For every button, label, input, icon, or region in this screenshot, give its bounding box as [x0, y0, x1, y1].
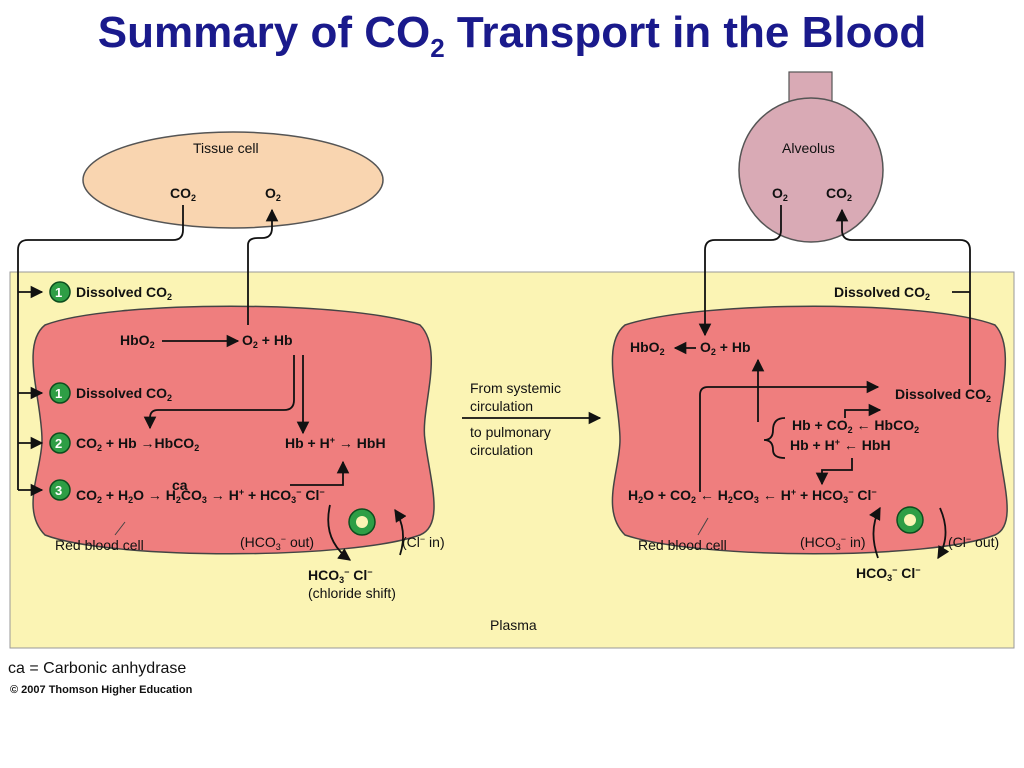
arrow-alveolus-o2-down [698, 205, 782, 337]
hco3-out-label: (HCO3− out) [240, 534, 314, 552]
eq-hbh-left: Hb + H+ → HbH [285, 435, 386, 451]
rbc-left [32, 305, 435, 555]
alveolus [738, 97, 884, 243]
cl-out-label: (Cl− out) [948, 534, 999, 550]
plasma-hco3-left: HCO3− Cl− [308, 567, 373, 585]
rbc-left-pointer [114, 521, 126, 536]
plasma-hco3-right: HCO3− Cl− [856, 565, 921, 583]
eq-hbco2-right: Hb + CO2 ← HbCO2 [792, 417, 919, 435]
svg-text:1: 1 [55, 285, 62, 300]
dissolved-co2-plasma-right: Dissolved CO2 [834, 284, 930, 302]
step-badge-3: 3 [49, 479, 71, 501]
exchanger-left-icon [348, 508, 376, 536]
arrow-co2-to-dissolved-right [699, 380, 880, 492]
page-title: Summary of CO2 Transport in the Blood [97, 8, 927, 63]
alveolus-co2: CO2 [826, 185, 852, 203]
alveolus-label: Alveolus [782, 140, 835, 156]
left-o2-hb: O2 + Hb [242, 332, 293, 350]
exchanger-right-icon [896, 506, 924, 534]
arrow-o2-to-tissue [247, 208, 279, 325]
arrow-co2-to-alveolus [835, 208, 971, 385]
svg-text:2: 2 [55, 436, 62, 451]
step-badge-1a: 1 [49, 281, 71, 303]
tissue-cell-label: Tissue cell [193, 140, 259, 156]
cl-in-label: (Cl− in) [402, 534, 445, 550]
to-pulmonary: to pulmonary [470, 424, 551, 440]
arrow-hco3-in [869, 506, 881, 559]
circulation-1: circulation [470, 398, 533, 414]
step-badge-1b: 1 [49, 382, 71, 404]
svg-text:1: 1 [55, 386, 62, 401]
dissolved-co2-rbc-left: Dissolved CO2 [76, 385, 172, 403]
eq-hbco2-left: CO2 + Hb →HbCO2 [76, 435, 199, 453]
arrow-tissue-co2-down [17, 205, 184, 490]
arrow-cl-out [937, 507, 950, 560]
left-hbo2: HbO2 [120, 332, 155, 350]
arrow-cl-in [394, 508, 407, 556]
rbc-left-label: Red blood cell [55, 537, 144, 553]
brace-right [763, 417, 786, 459]
rbc-right-pointer [697, 517, 709, 536]
ca-label-left: ca [172, 477, 188, 493]
tissue-co2: CO2 [170, 185, 196, 203]
eq-carbonic-left: CO2 + H2O → H2CO3 → H+ + HCO3− Cl− [76, 487, 325, 505]
copyright: © 2007 Thomson Higher Education [10, 684, 193, 696]
dissolved-co2-rbc-right: Dissolved CO2 [895, 386, 991, 404]
circulation-2: circulation [470, 442, 533, 458]
chloride-shift-label: (chloride shift) [308, 585, 396, 601]
arrow-hb-to-hbco2 [143, 355, 295, 430]
svg-text:3: 3 [55, 483, 62, 498]
dissolved-co2-plasma-left: Dissolved CO2 [76, 284, 172, 302]
right-hbo2: HbO2 [630, 339, 665, 357]
legend-carbonic-anhydrase: ca = Carbonic anhydrase [8, 660, 187, 677]
eq-carbonic-right: H2O + CO2 ← H2CO3 ← H+ + HCO3− Cl− [628, 487, 877, 505]
arrow-co2-up-right [844, 403, 882, 418]
hco3-in-label: (HCO3− in) [800, 534, 866, 552]
from-systemic: From systemic [470, 380, 561, 396]
arrow-hco3-out [327, 504, 352, 561]
plasma-label: Plasma [490, 617, 537, 633]
rbc-right [611, 305, 1008, 555]
step-badge-2: 2 [49, 432, 71, 454]
tissue-cell [82, 131, 384, 229]
arrow-h-to-hbh [290, 460, 350, 486]
arrow-h-down-right [815, 458, 853, 486]
rbc-right-label: Red blood cell [638, 537, 727, 553]
right-o2-hb: O2 + Hb [700, 339, 751, 357]
eq-hbh-right: Hb + H+ ← HbH [790, 437, 891, 453]
